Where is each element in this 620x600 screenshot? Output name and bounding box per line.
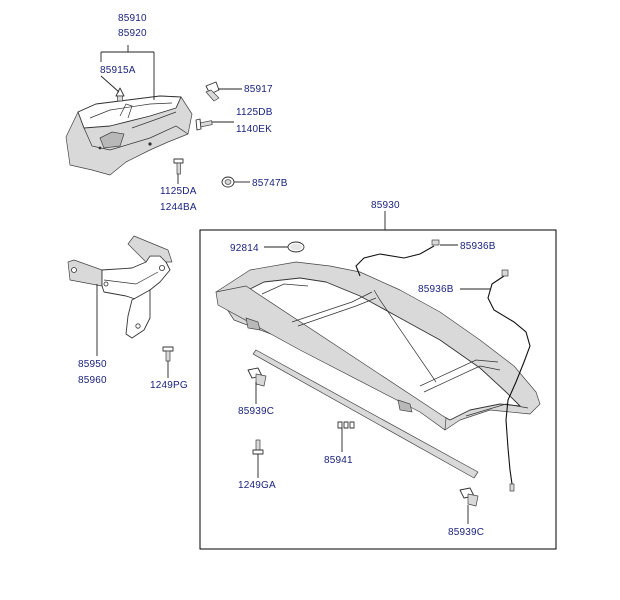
- label-85936B-top: 85936B: [460, 241, 496, 252]
- label-1140EK: 1140EK: [236, 124, 272, 135]
- label-1125DA: 1125DA: [160, 186, 197, 197]
- label-1244BA: 1244BA: [160, 202, 197, 213]
- label-1249PG: 1249PG: [150, 380, 188, 391]
- fastener-85917: [205, 81, 220, 102]
- bracket-assembly: [67, 235, 173, 339]
- screw-1125DA: [173, 158, 184, 175]
- trim-strip: [252, 349, 479, 479]
- clip-85941: [337, 421, 355, 429]
- label-85950: 85950: [78, 359, 107, 370]
- label-1249GA: 1249GA: [238, 480, 276, 491]
- wire-85936B-top: [355, 239, 440, 277]
- label-1125DB: 1125DB: [236, 107, 273, 118]
- clip-85939C-left: [247, 367, 267, 387]
- label-85915A: 85915A: [100, 65, 136, 76]
- label-85936B-right: 85936B: [418, 284, 454, 295]
- trim-cover-assembly: [65, 95, 193, 176]
- clip-85939C-bottom: [459, 487, 479, 507]
- wire-85936B-right: [487, 269, 531, 492]
- leader-lines: [96, 45, 490, 524]
- screw-1249PG: [162, 346, 174, 362]
- clip-85915A: [115, 87, 125, 102]
- label-85930: 85930: [371, 200, 400, 211]
- part-labels: 85910 85920 85915A 85917 1125DB 1140EK 1…: [78, 13, 496, 538]
- label-85960: 85960: [78, 375, 107, 386]
- screw-1249GA: [252, 439, 264, 455]
- label-85941: 85941: [324, 455, 353, 466]
- grommet-85747B: [221, 176, 235, 188]
- label-85917: 85917: [244, 84, 273, 95]
- assembly-frame-85930: [199, 229, 557, 550]
- label-85920: 85920: [118, 28, 147, 39]
- label-85939C-bottom: 85939C: [448, 527, 484, 538]
- label-85910: 85910: [118, 13, 147, 24]
- label-85747B: 85747B: [252, 178, 288, 189]
- cap-92814: [287, 241, 305, 253]
- screw-1125DB: [195, 118, 213, 131]
- label-85939C-left: 85939C: [238, 406, 274, 417]
- package-tray-cover: [215, 261, 541, 431]
- label-92814: 92814: [230, 243, 259, 254]
